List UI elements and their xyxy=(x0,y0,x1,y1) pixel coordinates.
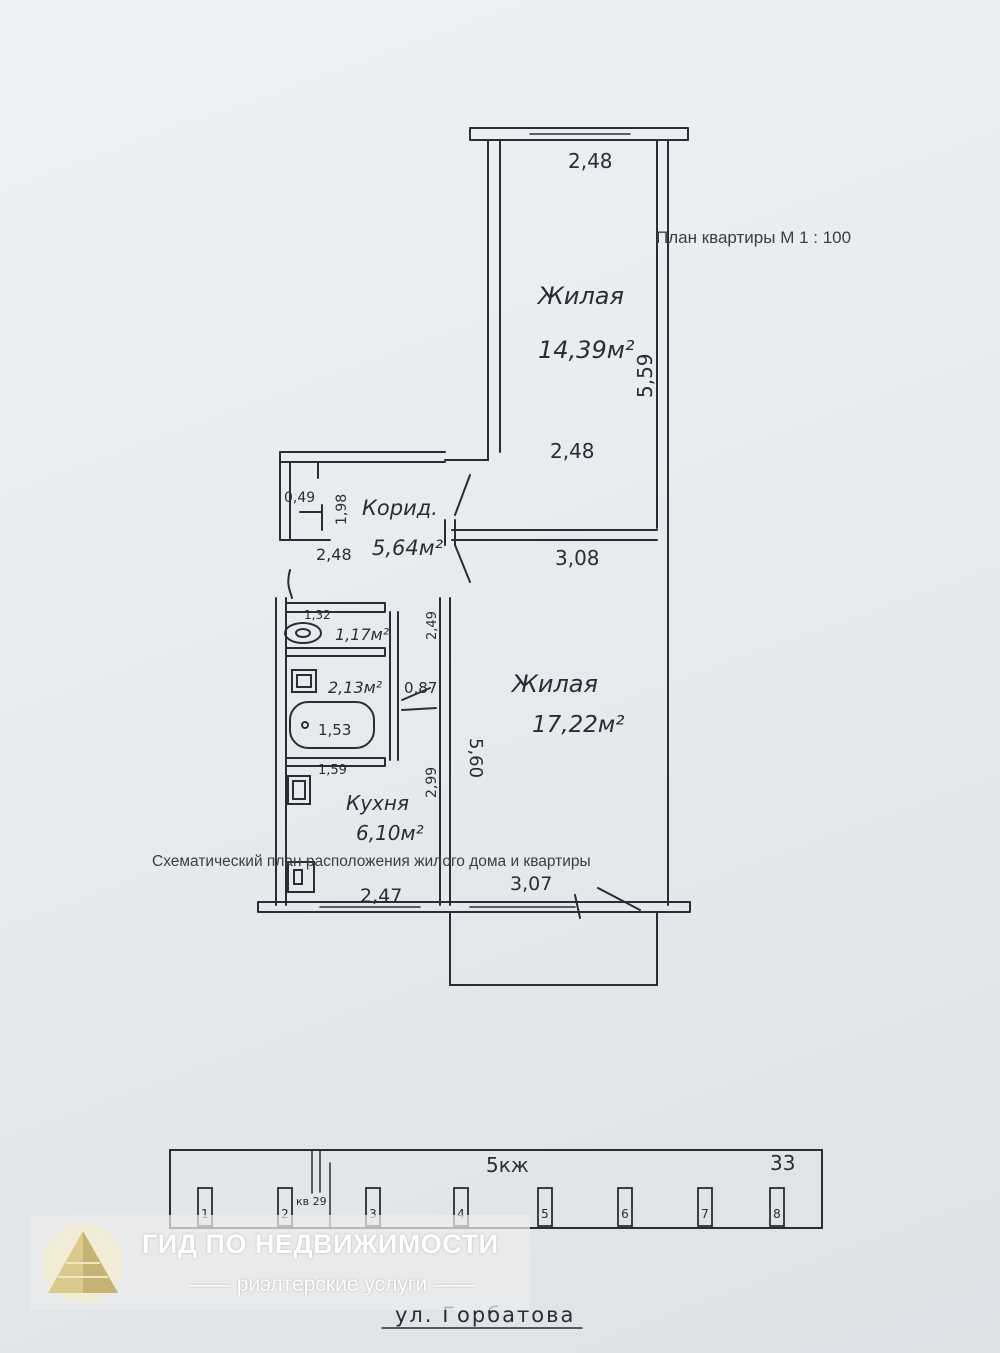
entrance-4-label: 4 xyxy=(457,1207,465,1221)
entrance-8-label: 8 xyxy=(773,1207,781,1221)
apartment-mark: кв 29 xyxy=(296,1195,327,1208)
room-area-living-1: 14,39м² xyxy=(538,336,635,364)
wc-area: 1,17м² xyxy=(335,625,390,644)
agency-name: ГИД ПО НЕДВИЖИМОСТИ xyxy=(142,1229,499,1259)
dim-living-1-length: 5,59 xyxy=(633,353,657,398)
entrance-1-label: 1 xyxy=(201,1207,209,1221)
top-window-wall xyxy=(469,127,689,141)
entrance-7-box xyxy=(697,1187,713,1227)
pyramid-logo-icon xyxy=(43,1223,123,1303)
bath-area: 2,13м² xyxy=(328,678,383,697)
entrance-8-box xyxy=(769,1187,785,1227)
dim-top-width: 2,48 xyxy=(568,149,613,173)
entrance-5-label: 5 xyxy=(541,1207,549,1221)
room-area-corridor: 5,64м² xyxy=(372,536,444,560)
dim-living-2-length: 5,60 xyxy=(465,738,486,778)
dim-door: 0,87 xyxy=(404,679,437,697)
house-number: 33 xyxy=(770,1151,795,1175)
dim-bath-depth: 2,49 xyxy=(425,611,440,640)
room-area-kitchen: 6,10м² xyxy=(356,821,424,845)
scale-label: План квартиры М 1 : 100 xyxy=(656,228,851,247)
building-label: 5кж xyxy=(486,1153,529,1177)
entrance-6-box xyxy=(617,1187,633,1227)
entrance-5-box xyxy=(537,1187,553,1227)
room-name-kitchen: Кухня xyxy=(346,791,409,815)
scheme-label: Схематический план расположения жилого д… xyxy=(152,853,591,870)
entrance-7-label: 7 xyxy=(701,1207,709,1221)
dim-kitchen-width: 2,47 xyxy=(360,885,402,907)
dim-corridor-width: 2,48 xyxy=(316,545,352,564)
entrance-3-label: 3 xyxy=(369,1207,377,1221)
entrance-2-label: 2 xyxy=(281,1207,289,1221)
dim-kitchen-depth: 2,99 xyxy=(424,767,440,798)
dim-balcony-width: 3,07 xyxy=(510,873,552,895)
agency-tagline: —— риэлтерские услуги —— xyxy=(188,1273,476,1296)
dim-wc-width: 1,32 xyxy=(304,608,331,622)
room-area-living-2: 17,22м² xyxy=(532,712,624,738)
dim-living-1-width: 2,48 xyxy=(550,439,595,463)
entrance-6-label: 6 xyxy=(621,1207,629,1221)
dim-kitchen-top: 1,59 xyxy=(318,763,347,778)
dim-living-2-width: 3,08 xyxy=(555,546,600,570)
dim-corridor-depth: 1,98 xyxy=(334,494,350,525)
room-name-corridor: Корид. xyxy=(362,496,438,520)
agency-watermark: ГИД ПО НЕДВИЖИМОСТИ —— риэлтерские услуг… xyxy=(30,1215,530,1310)
dim-bathtub: 1,53 xyxy=(318,721,351,739)
room-name-living-2: Жилая xyxy=(510,670,598,698)
dim-corridor-niche: 0,49 xyxy=(284,490,315,506)
room-name-living-1: Жилая xyxy=(536,282,624,310)
